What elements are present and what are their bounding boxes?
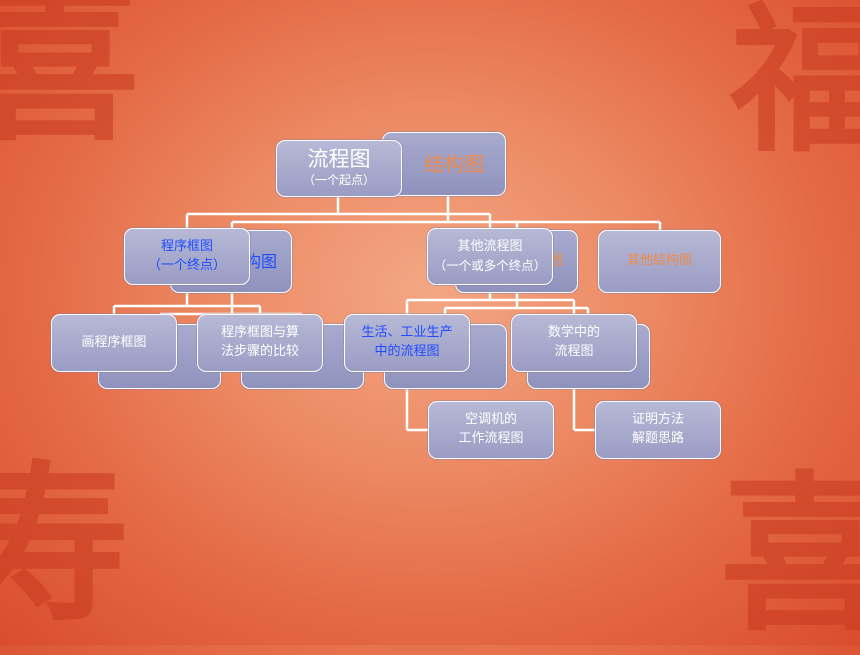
flowchart-root-title: 流程图 bbox=[307, 147, 371, 172]
other-flowchart-node: 其他流程图 （一个或多个终点） bbox=[427, 228, 553, 285]
structure-diagram-label: 结构图 bbox=[424, 151, 484, 176]
proof-method-node: 证明方法 解题思路 bbox=[595, 401, 721, 459]
life-industry-line1: 生活、工业生产 bbox=[361, 325, 453, 341]
life-industry-node: 生活、工业生产 中的流程图 bbox=[344, 314, 470, 372]
math-line2: 流程图 bbox=[554, 344, 594, 359]
draw-program-label: 画程序框图 bbox=[81, 334, 147, 350]
other-flowchart-line2: （一个或多个终点） bbox=[433, 257, 547, 273]
program-flowchart-line1: 程序框图 bbox=[160, 238, 213, 254]
seal-glyph-bottom-left: 寿 bbox=[0, 445, 131, 645]
compare-line2: 法步骤的比较 bbox=[220, 344, 299, 359]
draw-program-node: 画程序框图 bbox=[51, 314, 177, 372]
flowchart-root-node: 流程图 （一个起点） bbox=[276, 140, 402, 197]
structure-diagram-node: 结构图 bbox=[382, 132, 506, 196]
other-structure-node: 其他结构图 bbox=[598, 230, 721, 293]
seal-glyph-top-left: 喜 bbox=[0, 0, 141, 165]
seal-glyph-bottom-right: 喜 bbox=[720, 455, 860, 655]
ac-workflow-line2: 工作流程图 bbox=[458, 431, 524, 446]
program-flowchart-node: 程序框图 （一个终点） bbox=[124, 228, 250, 285]
other-structure-label: 其他结构图 bbox=[626, 253, 692, 269]
life-industry-line2: 中的流程图 bbox=[374, 344, 440, 359]
seal-glyph-top-right: 福 bbox=[730, 0, 860, 174]
proof-method-line2: 解题思路 bbox=[631, 431, 684, 446]
ac-workflow-line1: 空调机的 bbox=[464, 412, 517, 428]
compare-line1: 程序框图与算 bbox=[220, 325, 299, 341]
other-flowchart-line1: 其他流程图 bbox=[457, 239, 523, 255]
program-structure-back-label: 构图 bbox=[244, 251, 277, 271]
program-flowchart-line2: （一个终点） bbox=[147, 257, 226, 273]
flowchart-root-subtitle: （一个起点） bbox=[302, 173, 375, 188]
math-node: 数学中的 流程图 bbox=[511, 314, 637, 372]
compare-node: 程序框图与算 法步骤的比较 bbox=[197, 314, 323, 372]
math-line1: 数学中的 bbox=[547, 325, 600, 341]
proof-method-line1: 证明方法 bbox=[631, 412, 684, 428]
ac-workflow-node: 空调机的 工作流程图 bbox=[428, 401, 554, 459]
